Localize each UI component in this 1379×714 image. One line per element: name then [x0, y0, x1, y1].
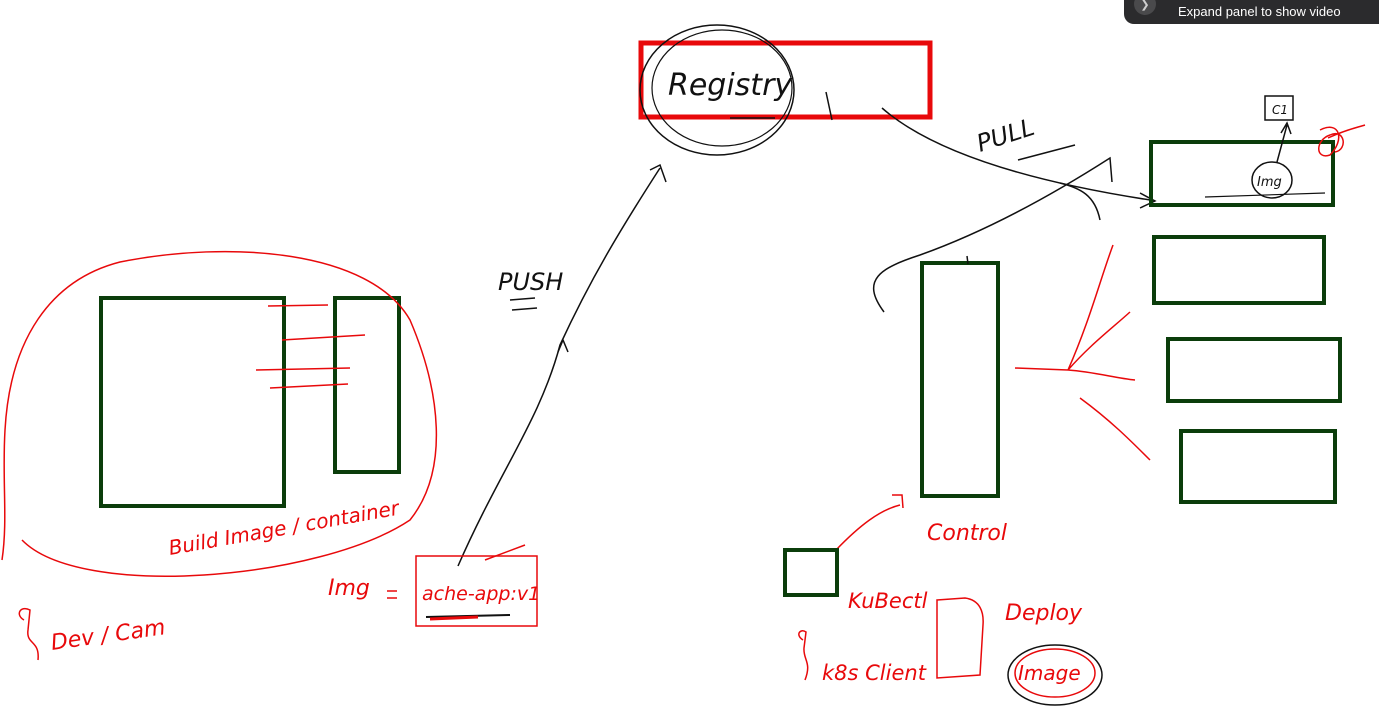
image-circle: [1007, 644, 1103, 706]
c1-arrow: [1276, 121, 1292, 163]
imgname-label: ache-app:v1: [422, 583, 540, 605]
chevron-right-icon[interactable]: ❯: [1134, 0, 1156, 15]
push-line: [457, 167, 661, 567]
imgname-tick: [484, 544, 526, 561]
deploy-doc: [936, 597, 984, 679]
control-tick: [966, 255, 969, 265]
dev-lines: [255, 304, 366, 389]
image-label: Image: [1018, 661, 1081, 685]
kubectl-label: KuBectl: [848, 589, 928, 613]
node-box-1: [1149, 140, 1335, 207]
dev-outline: [1, 250, 438, 577]
c1-label: C1: [1272, 103, 1288, 117]
expand-panel-toast[interactable]: ❯ Expand panel to show video: [1124, 0, 1379, 24]
img-equals: [387, 590, 397, 599]
control-curve: [872, 156, 1113, 313]
client-mark: [798, 630, 809, 681]
toast-text: Expand panel to show video: [1178, 3, 1341, 19]
k8sclient-label: k8s Client: [822, 661, 927, 685]
image-circle-red: [1014, 648, 1096, 698]
c1-box: [1264, 95, 1294, 121]
devcam-mark: [18, 608, 39, 661]
imgname-underline-red: [429, 615, 479, 621]
img-circle: [1251, 161, 1293, 199]
img-small-label: Img: [1257, 175, 1282, 190]
registry-circle: [639, 24, 795, 156]
node-connectors: [1014, 244, 1151, 461]
push-arrow-head: [649, 163, 667, 183]
node-link: [1059, 182, 1101, 221]
devcam-label: Dev / Cam: [49, 615, 167, 656]
control-arrow: [835, 494, 904, 551]
img-baseline: [1204, 192, 1326, 198]
push-label: PUSH: [498, 268, 563, 296]
dev-box-large: [99, 296, 286, 508]
registry-tick: [825, 91, 833, 121]
deploy-label: Deploy: [1005, 601, 1083, 626]
registry-label: Registry: [668, 68, 793, 103]
registry-circle-2: [651, 29, 793, 147]
push-arrow-tail: [557, 338, 569, 353]
node-box-4: [1179, 429, 1337, 504]
pull-arrow-head: [1139, 192, 1157, 209]
img-label: Img: [328, 576, 370, 601]
scribble: [1318, 124, 1366, 157]
push-underline: [509, 297, 538, 311]
imgname-box: [415, 555, 538, 627]
pull-underline: [1017, 144, 1076, 161]
node-box-3: [1166, 337, 1342, 403]
control-label: Control: [927, 521, 1007, 546]
dev-box-small: [333, 296, 401, 474]
control-box: [920, 261, 1000, 498]
kubectl-box: [783, 548, 839, 597]
pull-label: PULL: [973, 113, 1038, 158]
pull-line: [881, 107, 1151, 201]
node-box-2: [1152, 235, 1326, 305]
